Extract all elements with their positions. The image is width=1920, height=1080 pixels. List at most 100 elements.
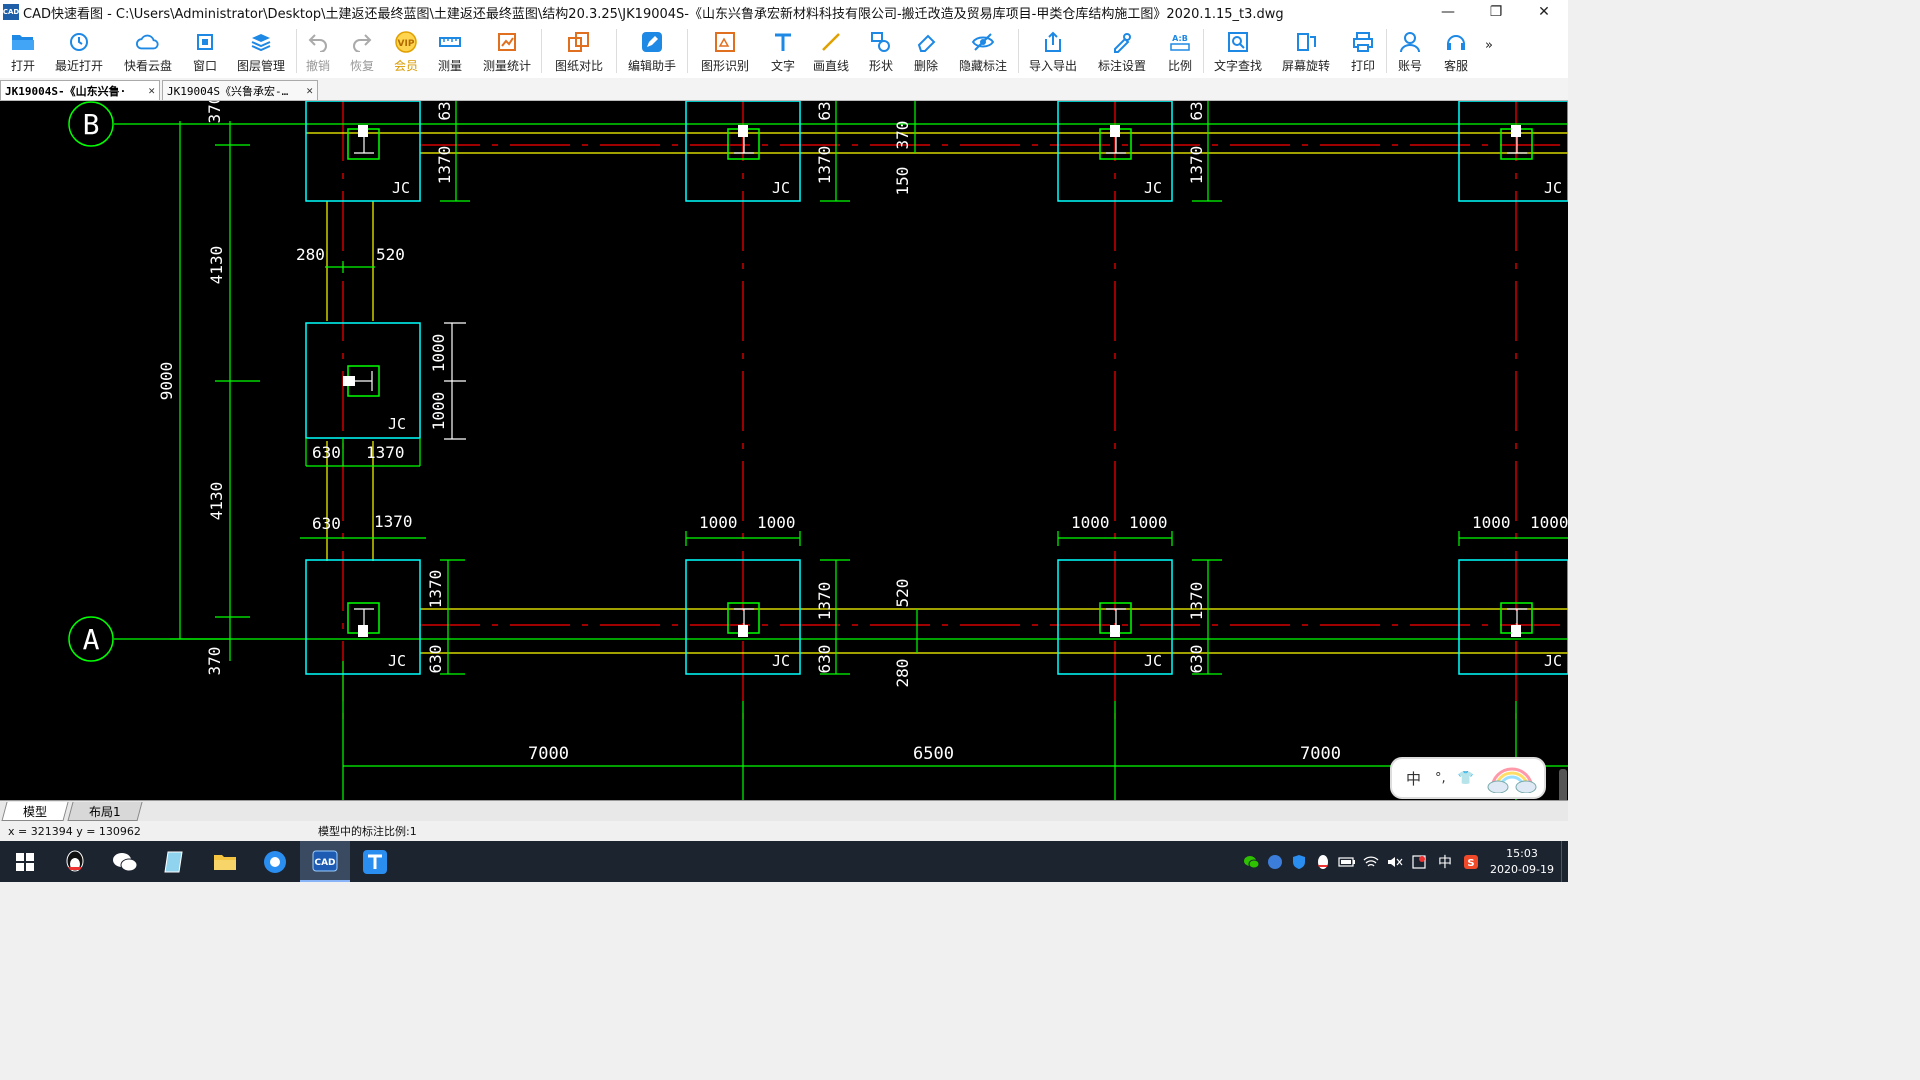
- ime-punct-toggle[interactable]: °,: [1435, 770, 1446, 786]
- folder-icon: [11, 30, 35, 54]
- dim-4130-top: 4130: [207, 246, 226, 285]
- tray-battery-icon[interactable]: [1335, 856, 1359, 867]
- open-button[interactable]: 打开: [0, 24, 46, 78]
- shape-button[interactable]: 形状: [858, 24, 904, 78]
- rotate-button[interactable]: 屏幕旋转: [1272, 24, 1340, 78]
- recent-button[interactable]: 最近打开: [46, 24, 112, 78]
- title-bar: CAD CAD快速看图 - C:\Users\Administrator\Des…: [0, 0, 1568, 24]
- svg-text:280: 280: [893, 659, 912, 688]
- window-button[interactable]: 窗口: [184, 24, 226, 78]
- tray-volume-muted-icon[interactable]: [1383, 855, 1407, 869]
- tray-network-app-icon[interactable]: [1263, 854, 1287, 870]
- taskbar-browser[interactable]: [250, 841, 300, 882]
- cloud-button[interactable]: 快看云盘: [112, 24, 184, 78]
- canvas-scrollbar[interactable]: [1559, 769, 1567, 800]
- svg-text:A: A: [83, 623, 100, 656]
- taskbar-explorer[interactable]: [200, 841, 250, 882]
- doc-tab-2[interactable]: JK19004S《兴鲁承宏-… ✕: [162, 80, 318, 100]
- tab-model[interactable]: 模型: [1, 801, 69, 821]
- taskbar-wechat[interactable]: [100, 841, 150, 882]
- scale-button[interactable]: A:B 比例: [1157, 24, 1203, 78]
- svg-text:JC: JC: [1144, 652, 1162, 670]
- svg-text:1370: 1370: [815, 582, 834, 621]
- drawing-canvas[interactable]: B A 9000 4130 4130 370 370: [0, 101, 1568, 800]
- svg-text:VIP: VIP: [398, 39, 415, 49]
- tray-wifi-icon[interactable]: [1359, 855, 1383, 869]
- shape-recog-button[interactable]: 图形识别: [688, 24, 762, 78]
- svg-text:630: 630: [1187, 645, 1206, 674]
- t-app-icon: [363, 849, 387, 874]
- vip-button[interactable]: VIP 会员: [385, 24, 427, 78]
- layers-button[interactable]: 图层管理: [226, 24, 296, 78]
- taskbar-qq[interactable]: [50, 841, 100, 882]
- close-tab-icon[interactable]: ✕: [306, 84, 313, 97]
- rotate-icon: [1294, 30, 1318, 54]
- svg-text:1000: 1000: [1472, 513, 1511, 532]
- redo-button[interactable]: 恢复: [339, 24, 385, 78]
- vip-icon: VIP: [394, 30, 418, 54]
- steel-markers: [343, 125, 1521, 637]
- svg-text:JC: JC: [772, 179, 790, 197]
- tab-layout1[interactable]: 布局1: [67, 801, 143, 821]
- taskbar: CAD 中 S 15:03 2020-09-19: [0, 841, 1568, 882]
- dim-1000-lower: 1000: [429, 392, 448, 431]
- compare-button[interactable]: 图纸对比: [542, 24, 616, 78]
- service-button[interactable]: 客服: [1433, 24, 1479, 78]
- text-search-button[interactable]: 文字查找: [1204, 24, 1272, 78]
- minimize-button[interactable]: —: [1441, 4, 1455, 20]
- svg-text:JC: JC: [388, 652, 406, 670]
- taskbar-text-app[interactable]: [350, 841, 400, 882]
- axis-bubble-b: B: [68, 101, 114, 147]
- import-export-button[interactable]: 导入导出: [1019, 24, 1087, 78]
- svg-text:1370: 1370: [426, 570, 445, 609]
- text-button[interactable]: 文字: [762, 24, 804, 78]
- delete-button[interactable]: 删除: [904, 24, 948, 78]
- dim-4130-bottom: 4130: [207, 482, 226, 521]
- line-button[interactable]: 画直线: [804, 24, 858, 78]
- tray-ime-lang[interactable]: 中: [1438, 854, 1452, 871]
- ime-skin-icon[interactable]: 👕: [1457, 770, 1474, 786]
- doc-tab-1[interactable]: JK19004S-《山东兴鲁· ✕: [0, 80, 160, 100]
- close-tab-icon[interactable]: ✕: [148, 84, 155, 97]
- svg-text:630: 630: [815, 645, 834, 674]
- taskbar-cad[interactable]: CAD: [300, 841, 350, 882]
- hide-marks-button[interactable]: 隐藏标注: [948, 24, 1018, 78]
- start-button[interactable]: [0, 841, 50, 882]
- search-icon: [1226, 30, 1250, 54]
- coordinates-readout: x = 321394 y = 130962: [8, 824, 141, 838]
- show-desktop-button[interactable]: [1561, 841, 1568, 882]
- layout-tabs: 模型 布局1: [0, 800, 1568, 821]
- tray-sogou-icon[interactable]: S: [1459, 854, 1483, 870]
- edit-helper-button[interactable]: 编辑助手: [617, 24, 687, 78]
- svg-text:1370: 1370: [1187, 146, 1206, 185]
- restore-button[interactable]: ❐: [1489, 4, 1503, 20]
- left-dimensions: [170, 121, 260, 661]
- axis-lines: [342, 101, 1568, 721]
- tray-qq-icon[interactable]: [1311, 854, 1335, 870]
- taskbar-app-notes[interactable]: [150, 841, 200, 882]
- tray-wechat-icon[interactable]: [1239, 855, 1263, 869]
- svg-text:1370: 1370: [435, 146, 454, 185]
- more-button[interactable]: »: [1485, 38, 1493, 53]
- dim-370-top: 370: [205, 101, 224, 123]
- ime-toolbar[interactable]: 中 °, 👕: [1390, 757, 1546, 799]
- ime-lang-toggle[interactable]: 中: [1406, 769, 1422, 788]
- tray-clock[interactable]: 15:03 2020-09-19: [1490, 846, 1554, 876]
- dim-1000-upper: 1000: [429, 334, 448, 373]
- print-button[interactable]: 打印: [1340, 24, 1386, 78]
- measure-stats-button[interactable]: 测量统计: [473, 24, 541, 78]
- undo-button[interactable]: 撤销: [297, 24, 339, 78]
- status-bar: x = 321394 y = 130962 模型中的标注比例:1: [0, 821, 1568, 841]
- svg-text:1000: 1000: [757, 513, 796, 532]
- window-title: CAD快速看图 - C:\Users\Administrator\Desktop…: [23, 6, 1284, 22]
- account-button[interactable]: 账号: [1387, 24, 1433, 78]
- svg-text:370: 370: [893, 121, 912, 150]
- printer-icon: [1351, 30, 1375, 54]
- svg-text:A:B: A:B: [1172, 34, 1188, 43]
- eye-hidden-icon: [971, 30, 995, 54]
- close-button[interactable]: ✕: [1538, 4, 1550, 20]
- tray-shield-icon[interactable]: [1287, 854, 1311, 870]
- tray-notification-app-icon[interactable]: [1407, 854, 1431, 870]
- measure-button[interactable]: 测量: [427, 24, 473, 78]
- mark-settings-button[interactable]: 标注设置: [1087, 24, 1157, 78]
